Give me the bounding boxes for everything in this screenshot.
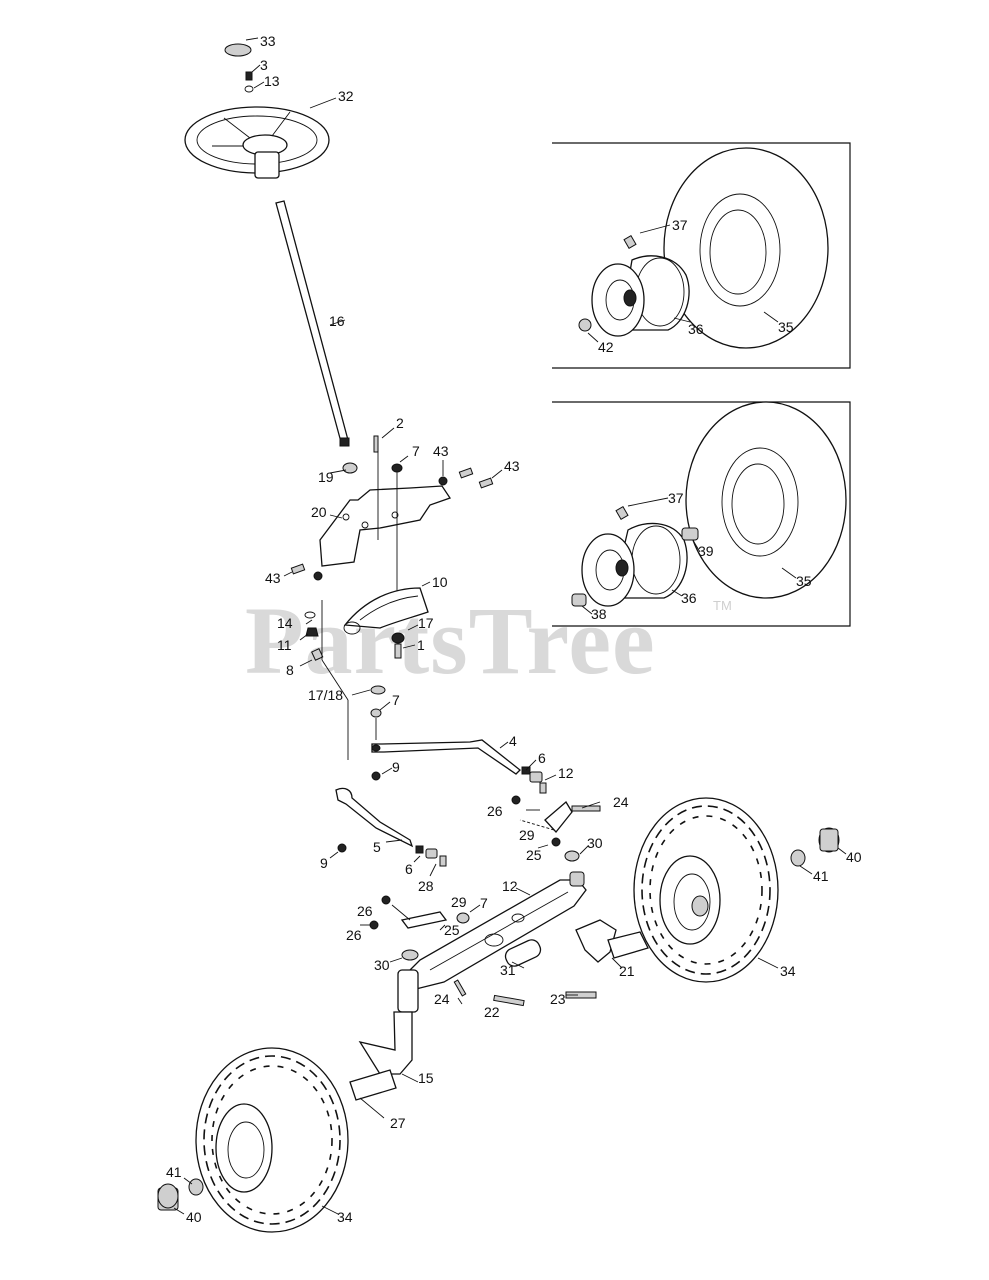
callout-label: 9 (392, 759, 400, 775)
callout-label: 10 (432, 574, 448, 590)
callout-label: 16 (329, 313, 345, 329)
callout-label: 43 (504, 458, 520, 474)
callout-label: 33 (260, 33, 276, 49)
callout-label: 7 (412, 443, 420, 459)
drag-link-5 (329, 787, 447, 877)
callout-label: 39 (698, 543, 714, 559)
steering-bracket (283, 427, 503, 600)
callout-label: 41 (166, 1164, 182, 1180)
callout-label: 30 (374, 957, 390, 973)
left-spindle (349, 969, 419, 1119)
callout-label: 40 (846, 849, 862, 865)
callout-label: 14 (277, 615, 293, 631)
callout-label: 37 (668, 490, 684, 506)
inset-bottom-box: 37 39 38 36 35 (552, 401, 851, 627)
callout-label: 43 (433, 443, 449, 459)
callout-label: 36 (681, 590, 697, 606)
callout-label: 38 (591, 606, 607, 622)
callout-label: 27 (390, 1115, 406, 1131)
steering-wheel-assembly (184, 37, 337, 179)
callout-label: 15 (418, 1070, 434, 1086)
sector-plate (299, 581, 431, 760)
callout-label: 40 (186, 1209, 202, 1225)
callout-label: 12 (558, 765, 574, 781)
callout-label: 34 (780, 963, 796, 979)
callout-label: 41 (813, 868, 829, 884)
callout-label: 26 (357, 903, 373, 919)
callout-label: 29 (451, 894, 467, 910)
right-spindle (575, 919, 663, 969)
left-front-wheel (157, 1047, 349, 1233)
callout-label: 25 (526, 847, 542, 863)
callout-label: 5 (373, 839, 381, 855)
inset-top-box: 37 42 36 35 (552, 142, 851, 369)
callout-label: 17/18 (308, 687, 343, 703)
callout-label: 26 (487, 803, 503, 819)
callout-label: 20 (311, 504, 327, 520)
callout-label: 23 (550, 991, 566, 1007)
callout-label: 21 (619, 963, 635, 979)
callout-label: 35 (796, 573, 812, 589)
callout-label: 4 (509, 733, 517, 749)
callout-label: 29 (519, 827, 535, 843)
callout-label: 25 (444, 922, 460, 938)
watermark-text: PartsTree (245, 587, 656, 694)
callout-label: 6 (538, 750, 546, 766)
callout-label: 43 (265, 570, 281, 586)
callout-label: 8 (286, 662, 294, 678)
callout-label: 6 (405, 861, 413, 877)
callout-label: 34 (337, 1209, 353, 1225)
callout-label: 30 (587, 835, 603, 851)
callout-labels: 33 3 13 32 16 2 7 43 43 19 20 43 10 14 1… (166, 33, 862, 1225)
callout-label: 3 (260, 57, 268, 73)
callout-label: 19 (318, 469, 334, 485)
callout-label: 1 (417, 637, 425, 653)
callout-label: 37 (672, 217, 688, 233)
callout-label: 13 (264, 73, 280, 89)
callout-label: 31 (500, 962, 516, 978)
callout-label: 2 (396, 415, 404, 431)
callout-label: 9 (320, 855, 328, 871)
callout-label: 32 (338, 88, 354, 104)
right-front-wheel (633, 797, 847, 983)
steering-shaft (275, 200, 350, 447)
callout-label: 42 (598, 339, 614, 355)
callout-label: 7 (392, 692, 400, 708)
watermark-tm: TM (713, 598, 732, 613)
callout-label: 24 (613, 794, 629, 810)
callout-label: 35 (778, 319, 794, 335)
callout-label: 12 (502, 878, 518, 894)
drag-link-4 (371, 739, 557, 794)
callout-label: 26 (346, 927, 362, 943)
callout-label: 7 (480, 895, 488, 911)
callout-label: 28 (418, 878, 434, 894)
callout-label: 22 (484, 1004, 500, 1020)
callout-label: 17 (418, 615, 434, 631)
callout-label: 24 (434, 991, 450, 1007)
front-axle (360, 795, 601, 1007)
callout-label: 36 (688, 321, 704, 337)
callout-label: 11 (277, 637, 292, 653)
